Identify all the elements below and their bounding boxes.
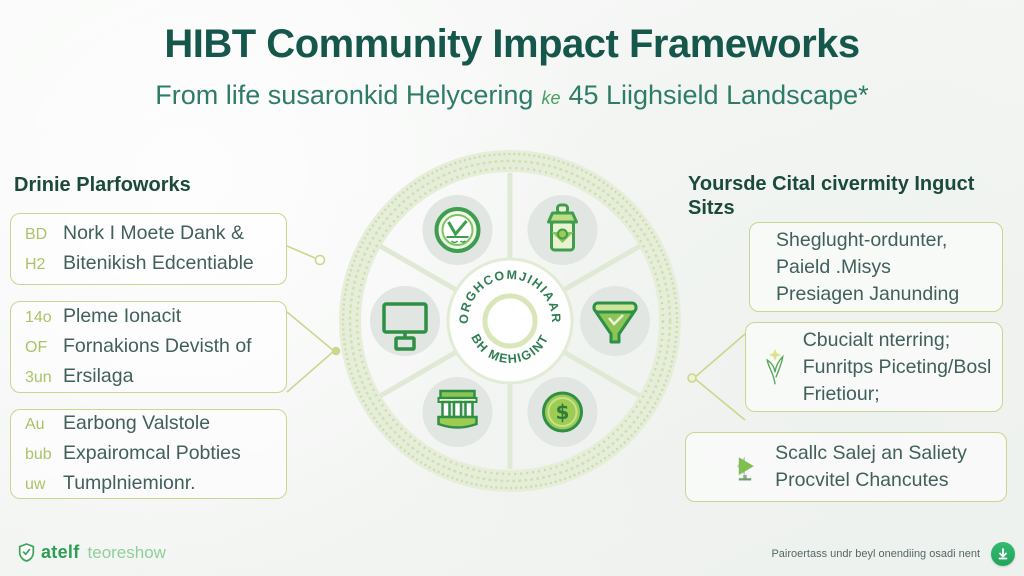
jar-icon (547, 203, 578, 252)
list-item: Frietiour; (802, 382, 880, 405)
play-icon (725, 451, 765, 483)
list-item: OF Fornakions Devisth of (19, 332, 278, 362)
left-panel-heading: Drinie Plarfoworks (14, 174, 191, 196)
list-item: BD Nork I Moete Dank & (19, 219, 278, 249)
list-item: Funritps Piceting/Bosl (802, 355, 992, 378)
line-text: Ersilaga (63, 365, 134, 387)
framework-wheel: $ ORGHCOMJIHIAAR BH MEHIGINT (339, 150, 681, 492)
right-heading-line2: Sitzs (688, 197, 735, 219)
brand-name: atelf (41, 542, 80, 562)
line-text: Pleme Ionacit (63, 305, 182, 327)
right-heading-line1: Yoursde Cital civermity Inguct (688, 173, 975, 195)
leaf-glyph-icon: ke (541, 88, 561, 108)
wheel-center-hub: ORGHCOMJIHIAAR BH MEHIGINT (446, 257, 574, 385)
page-subtitle: From life susaronkid Helycering ke 45 Liig… (0, 80, 1024, 111)
line-text: Tumplniemionr. (63, 472, 196, 494)
left-callout-box-1: BD Nork I Moete Dank & H2 Bitenikish Edc… (10, 213, 287, 285)
line-text: Nork I Moete Dank & (63, 222, 244, 244)
list-item: Cbucialt nterring; (802, 328, 951, 351)
download-arrow-icon (998, 548, 1008, 560)
sprout-icon (755, 345, 795, 389)
wheel-outer-ring (339, 150, 681, 492)
right-panel-heading: Yoursde Cital civermity Inguct Sitzs (688, 172, 988, 220)
right-callout-box-1: Sheglught-ordunter, Paield .Misys Presia… (749, 222, 1003, 312)
list-item: 3un Ersilaga (19, 362, 278, 392)
line-prefix: Au (25, 416, 45, 433)
subtitle-text-before: From life susaronkid Helycering (155, 80, 534, 110)
page-title: HIBT Community Impact Frameworks (164, 22, 860, 66)
svg-text:$: $ (556, 400, 570, 424)
line-text: Bitenikish Edcentiable (63, 252, 254, 274)
list-item: Sheglught-ordunter, (776, 228, 948, 251)
line-text: Earbong Valstole (63, 412, 211, 434)
brand-suffix: teoreshow (87, 542, 166, 562)
line-prefix: 14o (25, 309, 52, 326)
wheel-sector-lines (378, 173, 642, 469)
line-prefix: H2 (25, 256, 46, 273)
left-callout-box-2: 14o Pleme Ionacit OF Fornakions Devisth … (10, 301, 287, 393)
list-item: Presiagen Janunding (776, 282, 960, 305)
subtitle-text-after: 45 Liighsield Landscape* (568, 80, 869, 110)
line-prefix: BD (25, 226, 48, 243)
left-callout-box-3: Au Earbong Valstole bub Expairomcal Pobt… (10, 409, 287, 499)
footer-brand: atelf teoreshow (18, 542, 166, 563)
line-prefix: uw (25, 476, 46, 493)
line-text: Fornakions Devisth of (63, 335, 252, 357)
bank-icon (437, 389, 478, 429)
right-callout-box-2: Cbucialt nterring; Funritps Piceting/Bos… (745, 322, 1003, 412)
funnel-icon (592, 301, 638, 344)
line-prefix: 3un (25, 369, 52, 386)
coin-icon: $ (542, 391, 583, 433)
list-item: Paield .Misys (776, 255, 891, 278)
footer-note: Pairoertass undr beyl onendiing osadi ne… (771, 548, 980, 560)
list-item: uw Tumplniemionr. (19, 469, 278, 499)
right-callout-box-3: Scallc Salej an Saliety Procvitel Chancu… (685, 432, 1007, 502)
badge-icon (434, 207, 481, 253)
list-item: H2 Bitenikish Edcentiable (19, 249, 278, 279)
list-item: Scallc Salej an Saliety (775, 442, 967, 464)
monitor-icon (382, 302, 428, 351)
shield-icon (18, 543, 35, 562)
list-item: Procvitel Chancutes (775, 469, 949, 491)
line-prefix: OF (25, 339, 48, 356)
download-button[interactable] (991, 542, 1015, 566)
list-item: 14o Pleme Ionacit (19, 302, 278, 332)
list-item: bub Expairomcal Pobties (19, 439, 278, 469)
list-item: Au Earbong Valstole (19, 409, 278, 439)
line-text: Expairomcal Pobties (63, 442, 241, 464)
line-prefix: bub (25, 446, 52, 463)
